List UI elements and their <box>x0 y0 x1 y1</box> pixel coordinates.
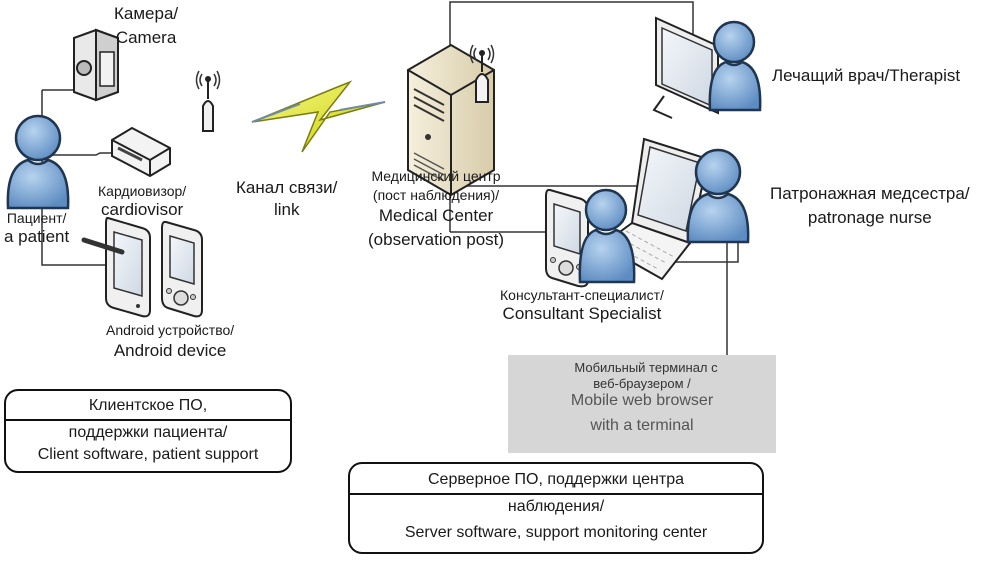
android-label-ru: Android устройство/ <box>106 322 235 338</box>
server-icon <box>407 43 495 197</box>
client-software-title: Клиентское ПО, <box>88 397 208 414</box>
medical-center-label-en2: (observation post) <box>368 229 505 249</box>
consultant-label-ru: Консультант-специалист/ <box>500 287 664 303</box>
client-software-box: Клиентское ПО, поддержки пациента/ Clien… <box>4 389 292 473</box>
cardiovisor-icon <box>111 126 171 178</box>
mobile-terminal-label-en2: with a terminal <box>590 417 694 435</box>
patient-label-en: a patient <box>4 226 70 246</box>
cardiovisor-label: Кардиовизор/ cardiovisor <box>98 183 186 220</box>
lightning-link-icon <box>251 80 386 153</box>
mobile-terminal-label-ru2: веб-браузером / <box>593 375 691 391</box>
nurse-label-en: patronage nurse <box>807 208 932 228</box>
camera-label: Камера/ Camera <box>114 4 178 49</box>
link-label: Канал связи/ link <box>236 178 337 221</box>
android-label: Android устройство/ Android device <box>106 322 234 361</box>
server-software-box: Серверное ПО, поддержки центра наблюдени… <box>348 462 764 554</box>
antenna-icon <box>195 70 221 132</box>
medical-center-label: Медицинский центр (пост наблюдения)/ Med… <box>368 168 504 250</box>
camera-label-en: Camera <box>115 28 177 48</box>
therapist-person-icon <box>708 20 762 112</box>
server-antenna-icon <box>469 44 495 103</box>
client-software-line3: Client software, patient support <box>37 446 259 463</box>
consultant-person-icon <box>578 188 636 284</box>
server-software-line3: Server software, support monitoring cent… <box>404 524 708 541</box>
camera-label-ru: Камера/ <box>114 4 179 23</box>
nurse-label-ru: Патронажная медсестра/ <box>770 184 970 203</box>
patient-person-icon <box>6 114 70 210</box>
server-software-line2: наблюдения/ <box>507 498 605 515</box>
consultant-pda-icon <box>545 188 589 288</box>
mobile-terminal-label: Мобильный терминал с веб-браузером / Mob… <box>508 360 776 436</box>
cardiovisor-label-en: cardiovisor <box>100 199 184 219</box>
mobile-terminal-box <box>508 355 776 453</box>
android-label-en: Android device <box>113 340 227 360</box>
therapist-monitor-icon <box>652 16 719 119</box>
consultant-label-en: Consultant Specialist <box>502 303 662 323</box>
link-label-en: link <box>273 200 300 220</box>
link-label-ru: Канал связи/ <box>236 178 338 197</box>
patient-label: Пациент/ a patient <box>4 210 69 247</box>
camera-icon <box>73 28 119 102</box>
medical-center-label-ru1: Медицинский центр <box>371 168 501 184</box>
tablet-icon <box>81 216 151 318</box>
pda-icon <box>161 220 203 318</box>
client-software-line2: поддержки пациента/ <box>68 424 228 441</box>
cardiovisor-label-ru: Кардиовизор/ <box>98 183 187 199</box>
nurse-person-icon <box>686 148 750 244</box>
patient-label-ru: Пациент/ <box>6 210 67 226</box>
client-software-divider <box>6 419 290 421</box>
server-software-title: Серверное ПО, поддержки центра <box>428 471 684 488</box>
consultant-label: Консультант-специалист/ Consultant Speci… <box>500 287 664 324</box>
mobile-terminal-label-ru1: Мобильный терминал с <box>574 360 718 375</box>
medical-center-label-en1: Medical Center <box>378 205 494 225</box>
patient-cardiovisor-line <box>42 152 118 156</box>
medical-center-label-ru2: (пост наблюдения)/ <box>372 186 500 203</box>
therapist-label: Лечащий врач/Therapist <box>772 66 961 85</box>
mobile-terminal-label-en1: Mobile web browser <box>570 392 714 410</box>
nurse-label: Патронажная медсестра/ patronage nurse <box>770 184 970 229</box>
server-software-divider <box>350 493 762 495</box>
